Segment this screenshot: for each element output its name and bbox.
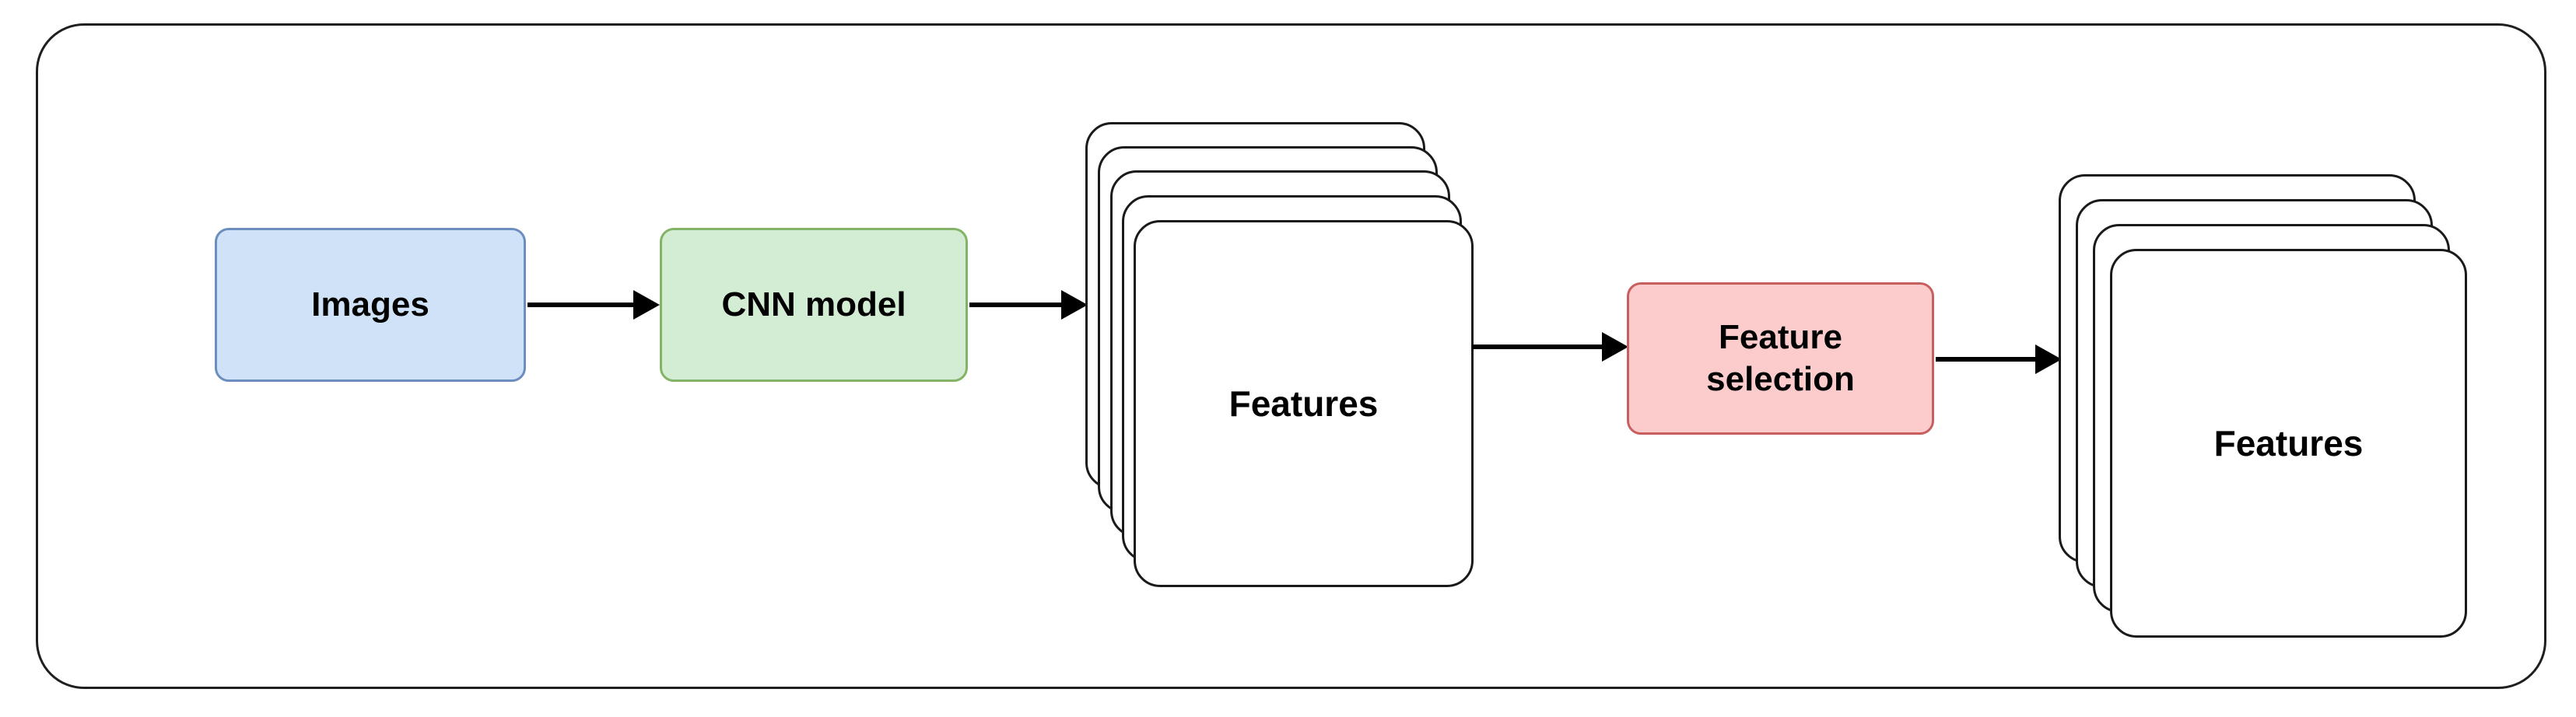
edge-shaft xyxy=(527,303,633,307)
edge-shaft xyxy=(1936,357,2035,362)
node-features-selected-label: Features xyxy=(2213,423,2364,463)
node-images[interactable]: Images xyxy=(215,228,526,382)
arrowhead-icon xyxy=(2035,345,2062,374)
node-cnn-model[interactable]: CNN model xyxy=(660,228,968,382)
node-cnn-model-label: CNN model xyxy=(721,285,906,324)
edge-shaft xyxy=(969,303,1061,307)
node-feature-selection-label: Feature selection xyxy=(1706,318,1855,398)
node-feature-selection[interactable]: Feature selection xyxy=(1627,282,1934,435)
arrowhead-icon xyxy=(1061,290,1088,320)
edge-shaft xyxy=(1472,345,1602,349)
stack-card-front: Features xyxy=(1134,220,1474,587)
node-images-label: Images xyxy=(311,285,429,324)
node-features-selected[interactable]: Features xyxy=(2059,174,2467,638)
node-features-extracted[interactable]: Features xyxy=(1085,122,1521,612)
arrowhead-icon xyxy=(1602,332,1628,362)
node-features-extracted-label: Features xyxy=(1228,383,1379,424)
stack-card-front: Features xyxy=(2110,249,2467,638)
arrowhead-icon xyxy=(633,290,660,320)
